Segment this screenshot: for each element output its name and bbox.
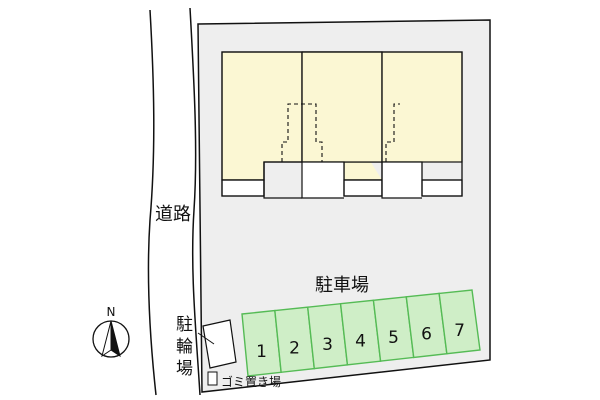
parking-area: 1 2 3 4 5 6 7	[241, 289, 481, 377]
bicycle-parking-label-1: 駐	[176, 315, 193, 335]
parking-slot-number: 3	[322, 335, 333, 355]
parking-slot-number: 1	[256, 342, 267, 362]
garbage-area-label: ゴミ置き場	[221, 374, 281, 389]
parking-slot-7	[438, 289, 481, 355]
north-label: N	[107, 305, 116, 319]
parking-slot-number: 6	[421, 324, 432, 344]
building-outline	[221, 51, 463, 197]
bicycle-parking-leader	[197, 332, 215, 345]
parking-slot-number: 7	[454, 321, 465, 341]
bicycle-parking-label-2: 輪	[176, 337, 193, 357]
compass: N	[92, 305, 130, 358]
building-unit-2	[301, 51, 383, 199]
north-arrow-icon	[101, 320, 121, 358]
road-label: 道路	[155, 204, 191, 225]
road-edge-right	[189, 7, 201, 396]
parking-slot-number: 4	[355, 332, 366, 352]
interior-dashed-lines	[281, 103, 400, 162]
bicycle-parking-label-3: 場	[176, 359, 193, 379]
road-edge-left	[147, 9, 157, 396]
parking-slot-number: 5	[388, 328, 399, 348]
bicycle-parking-area	[202, 319, 237, 369]
parking-slot-number: 2	[289, 339, 300, 359]
parking-label: 駐車場	[315, 275, 369, 296]
garbage-area-box	[207, 371, 218, 386]
